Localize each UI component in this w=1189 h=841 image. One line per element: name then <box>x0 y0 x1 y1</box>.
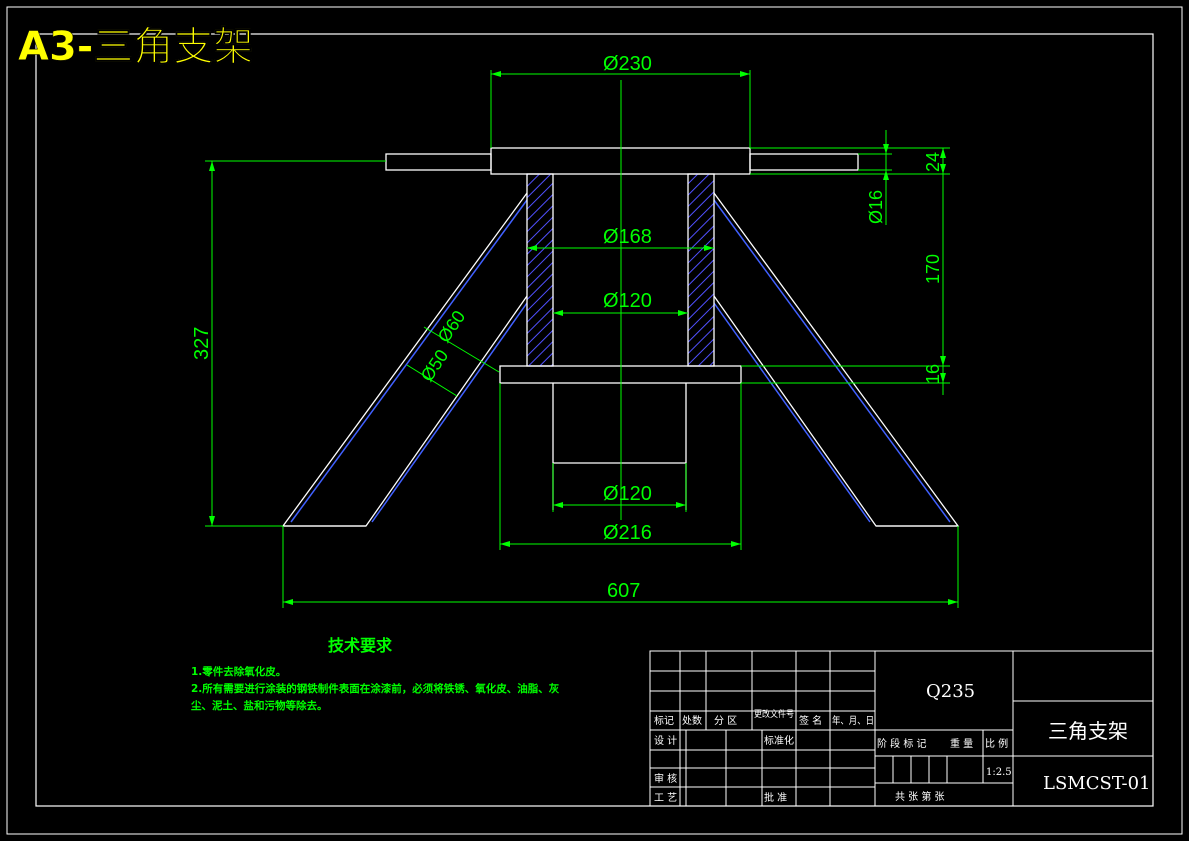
tube-section-hatch <box>526 173 715 367</box>
dim-height-24: 24 <box>923 152 943 172</box>
dim-width-607: 607 <box>607 580 640 602</box>
dim-diameter-120-bottom: Ø120 <box>603 483 652 505</box>
dim-diameter-50: Ø50 <box>417 346 453 385</box>
dim-diameter-168: Ø168 <box>603 226 652 248</box>
dim-height-327: 327 <box>191 327 213 360</box>
label-approve: 批 准 <box>764 791 787 804</box>
dim-diameter-120-top: Ø120 <box>603 290 652 312</box>
dimension-lines <box>205 70 959 608</box>
dim-diameter-216: Ø216 <box>603 522 652 544</box>
part-outline <box>281 147 960 527</box>
dim-height-170: 170 <box>923 254 943 284</box>
stage-header-mark: 阶 段 标 记 <box>877 737 927 750</box>
dim-diameter-16: Ø16 <box>866 190 886 224</box>
title-block <box>649 650 1154 807</box>
dim-height-16: 16 <box>923 364 943 384</box>
title-block-material: Q235 <box>926 681 975 702</box>
drawing-title: A3-三角支架 <box>18 24 253 70</box>
label-standardize: 标准化 <box>764 734 794 747</box>
label-design: 设 计 <box>654 734 677 747</box>
notes-line-3: 尘、泥土、盐和污物等除去。 <box>191 699 328 712</box>
rev-header-date: 年、月、日 <box>832 714 874 727</box>
notes-line-2: 2.所有需要进行涂装的钢铁制件表面在涂漆前，必须将铁锈、氧化皮、油脂、灰 <box>191 682 560 695</box>
outer-border <box>6 6 1183 835</box>
notes-line-1: 1.零件去除氧化皮。 <box>191 665 286 678</box>
rev-header-mark: 标记 <box>654 715 674 727</box>
notes-heading: 技术要求 <box>328 636 393 655</box>
label-review: 审 核 <box>654 772 677 785</box>
title-block-drawing-no: LSMCST-01 <box>1043 773 1151 794</box>
sheets-label: 共 张 第 张 <box>895 790 945 803</box>
title-block-part-name: 三角支架 <box>1048 719 1128 743</box>
stage-header-weight: 重 量 <box>950 737 973 750</box>
stage-header-scale: 比 例 <box>985 737 1008 750</box>
rev-header-sign: 签 名 <box>799 714 822 727</box>
rev-header-count: 处数 <box>682 714 702 727</box>
technical-notes: 技术要求 1.零件去除氧化皮。 2.所有需要进行涂装的钢铁制件表面在涂漆前，必须… <box>191 636 560 712</box>
dimension-arrows <box>209 71 958 605</box>
title-block-scale: 1:2.5 <box>986 767 1012 778</box>
dim-diameter-230: Ø230 <box>603 53 652 75</box>
rev-header-doc: 更改文件号 <box>754 708 794 720</box>
rev-header-zone: 分 区 <box>714 715 737 727</box>
label-process: 工 艺 <box>654 792 677 804</box>
inner-border <box>35 33 1154 807</box>
